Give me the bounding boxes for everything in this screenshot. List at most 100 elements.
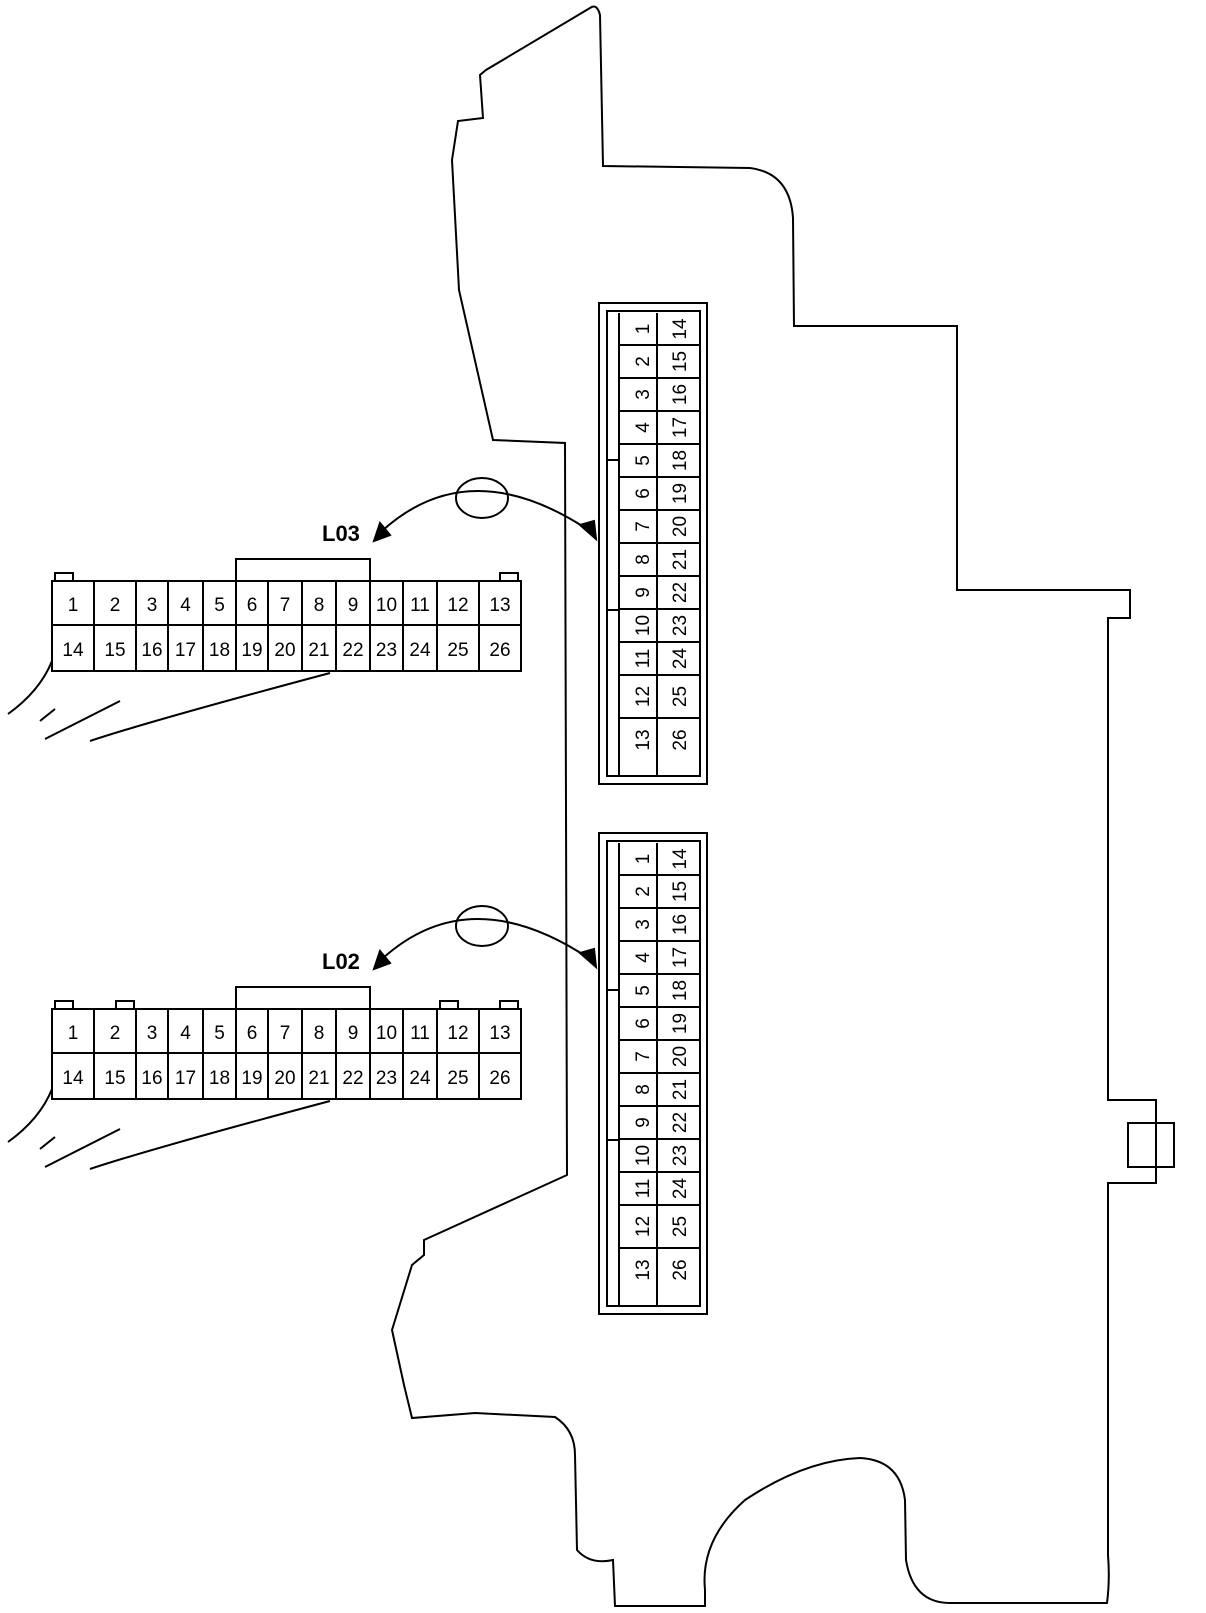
pin-label: 12 bbox=[633, 1216, 654, 1237]
connector-tab bbox=[54, 572, 74, 582]
pin-label: 5 bbox=[214, 595, 225, 616]
pin-label: 1 bbox=[633, 854, 654, 865]
pin-label: 14 bbox=[62, 1068, 84, 1089]
pin-label: 11 bbox=[633, 1179, 654, 1199]
pin-label: 2 bbox=[633, 356, 654, 367]
pin-label: 8 bbox=[633, 554, 654, 565]
pin-label: 23 bbox=[670, 1145, 691, 1166]
pin-label: 24 bbox=[409, 640, 431, 661]
pin-label: 22 bbox=[670, 1112, 691, 1133]
connector-label: L02 bbox=[322, 949, 360, 974]
pin-label: 10 bbox=[376, 1023, 397, 1044]
wire-harness bbox=[39, 708, 56, 722]
pin-label: 6 bbox=[247, 595, 258, 616]
pin-label: 9 bbox=[633, 1117, 654, 1128]
pin-label: 23 bbox=[376, 640, 397, 661]
connector-tab bbox=[439, 1000, 459, 1010]
pin-label: 1 bbox=[68, 595, 79, 616]
connector-label: L03 bbox=[322, 521, 360, 546]
pin-label: 24 bbox=[670, 1178, 691, 1200]
pin-label: 23 bbox=[376, 1068, 397, 1089]
pin-label: 18 bbox=[209, 640, 230, 661]
pin-label: 1 bbox=[68, 1023, 79, 1044]
pin-label: 21 bbox=[670, 549, 691, 570]
pin-label: 21 bbox=[308, 1068, 329, 1089]
pin-label: 15 bbox=[670, 351, 691, 372]
pin-label: 18 bbox=[209, 1068, 230, 1089]
pin-label: 25 bbox=[447, 1068, 468, 1089]
pin-label: 6 bbox=[633, 1018, 654, 1029]
connector-latch bbox=[235, 986, 371, 1010]
pin-label: 26 bbox=[489, 1068, 510, 1089]
pin-label: 18 bbox=[670, 980, 691, 1001]
arrow-head bbox=[577, 947, 598, 970]
pin-label: 15 bbox=[104, 640, 125, 661]
pin-label: 23 bbox=[670, 615, 691, 636]
pin-label: 25 bbox=[670, 686, 691, 707]
wire-harness bbox=[89, 1100, 331, 1170]
pin-label: 21 bbox=[308, 640, 329, 661]
pin-label: 19 bbox=[670, 483, 691, 504]
pin-label: 10 bbox=[376, 595, 397, 616]
pin-label: 4 bbox=[633, 422, 654, 433]
arrow-head bbox=[372, 520, 392, 543]
pin-label: 5 bbox=[633, 985, 654, 996]
wire-harness bbox=[44, 700, 121, 740]
socket-lower: 1234567891011121314151617181920212223242… bbox=[598, 832, 708, 1315]
pin-label: 13 bbox=[489, 595, 510, 616]
pin-label: 22 bbox=[342, 1068, 363, 1089]
pin-label: 12 bbox=[633, 686, 654, 707]
pin-label: 24 bbox=[670, 648, 691, 670]
connector-latch bbox=[235, 558, 371, 582]
socket-key bbox=[607, 459, 620, 611]
arrow-head bbox=[372, 948, 392, 971]
pin-label: 8 bbox=[314, 595, 325, 616]
pin-label: 13 bbox=[633, 1259, 654, 1280]
pin-label: 19 bbox=[241, 640, 262, 661]
pin-label: 16 bbox=[141, 1068, 162, 1089]
pin-label: 11 bbox=[633, 649, 654, 669]
wire-harness bbox=[39, 1136, 56, 1150]
pin-label: 3 bbox=[633, 919, 654, 930]
pin-label: 25 bbox=[447, 640, 468, 661]
pin-label: 9 bbox=[348, 1023, 359, 1044]
pin-label: 20 bbox=[670, 1046, 691, 1067]
pin-label: 20 bbox=[274, 1068, 295, 1089]
socket-housing bbox=[598, 302, 708, 785]
pin-label: 20 bbox=[274, 640, 295, 661]
pin-label: 2 bbox=[110, 595, 121, 616]
pin-label: 14 bbox=[670, 848, 691, 870]
pin-label: 5 bbox=[633, 455, 654, 466]
junction-block-outline bbox=[390, 5, 1157, 1607]
pin-label: 26 bbox=[670, 1259, 691, 1280]
pin-label: 4 bbox=[180, 595, 191, 616]
pin-label: 2 bbox=[110, 1023, 121, 1044]
pin-label: 13 bbox=[633, 729, 654, 750]
pin-label: 4 bbox=[180, 1023, 191, 1044]
connector-tab bbox=[54, 1000, 74, 1010]
pin-label: 20 bbox=[670, 516, 691, 537]
pin-label: 8 bbox=[314, 1023, 325, 1044]
pin-label: 12 bbox=[447, 1023, 468, 1044]
wire-harness bbox=[7, 660, 53, 715]
pin-label: 7 bbox=[280, 1023, 291, 1044]
mating-arrow bbox=[381, 490, 591, 532]
pin-label: 21 bbox=[670, 1079, 691, 1100]
pin-label: 5 bbox=[214, 1023, 225, 1044]
pin-label: 19 bbox=[670, 1013, 691, 1034]
pin-label: 9 bbox=[348, 595, 359, 616]
pin-label: 15 bbox=[104, 1068, 125, 1089]
pin-label: 16 bbox=[670, 914, 691, 935]
socket-upper: 1234567891011121314151617181920212223242… bbox=[598, 302, 708, 785]
rotation-indicator bbox=[455, 477, 509, 519]
socket-key bbox=[607, 989, 620, 1141]
pin-label: 17 bbox=[670, 417, 691, 438]
connector-tab bbox=[499, 1000, 519, 1010]
mating-arrow bbox=[381, 918, 591, 960]
pin-label: 11 bbox=[410, 595, 430, 616]
pin-label: 1 bbox=[633, 324, 654, 335]
pin-label: 16 bbox=[141, 640, 162, 661]
pin-label: 17 bbox=[175, 640, 196, 661]
